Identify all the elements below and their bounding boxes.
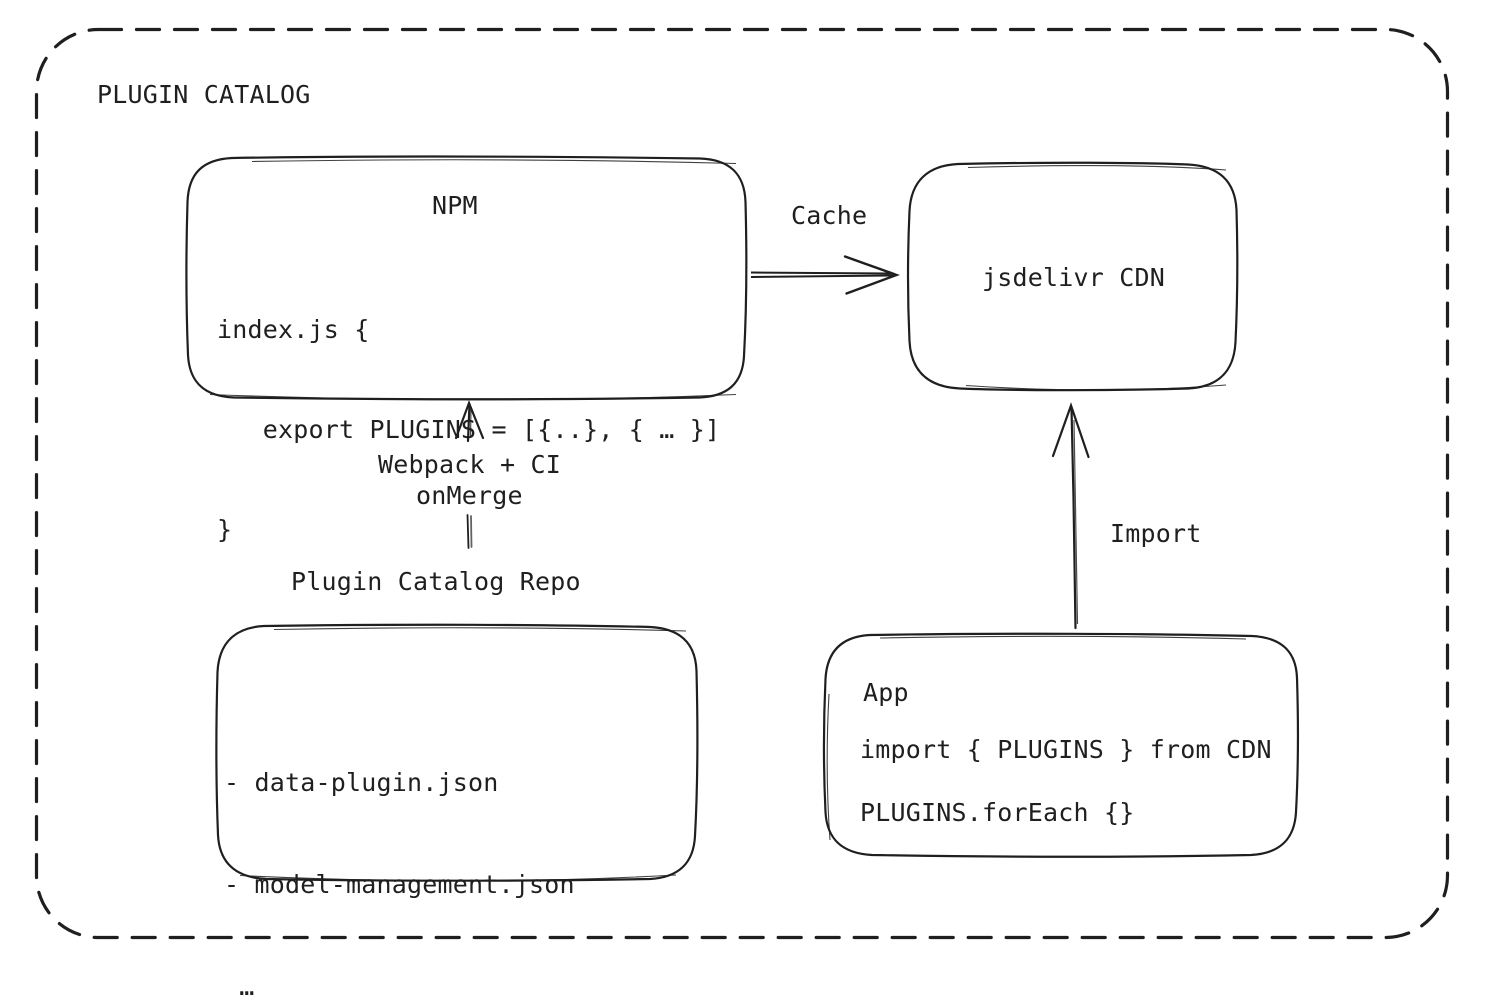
build-arrow-label: Webpack + CI [378, 450, 562, 479]
npm-code: index.js { export PLUGINS = [{..}, { … }… [217, 247, 720, 613]
diagram-title: PLUGIN CATALOG [97, 80, 311, 109]
npm-box-outline [185, 155, 748, 401]
npm-code-line-1: index.js { [217, 315, 370, 344]
import-arrow [1051, 402, 1090, 630]
app-box-outline [822, 632, 1299, 858]
npm-code-line-2: export PLUGINS = [{..}, { … }] [217, 415, 721, 444]
repo-box-outline [215, 623, 699, 882]
repo-node-title: Plugin Catalog Repo [291, 567, 581, 596]
cache-arrow [750, 255, 900, 295]
npm-node-title: NPM [432, 191, 478, 220]
import-arrow-label: Import [1110, 519, 1202, 548]
cdn-box-outline [906, 161, 1239, 392]
app-code-foreach-line: PLUGINS.forEach {} [860, 798, 1135, 827]
build-arrow [454, 399, 485, 549]
repo-file-item: … [224, 972, 255, 1001]
repo-file-list: - data-plugin.json - model-management.js… [224, 699, 575, 1002]
catalog-boundary [34, 27, 1450, 940]
repo-file-item: - model-management.json [224, 870, 575, 899]
app-node-title: App [863, 678, 909, 707]
repo-file-item: - data-plugin.json [224, 768, 499, 797]
build-arrow-sublabel: onMerge [416, 481, 523, 510]
cache-arrow-label: Cache [791, 201, 868, 230]
npm-code-line-3: } [217, 515, 233, 544]
cdn-node-title: jsdelivr CDN [982, 263, 1166, 292]
app-code-import-line: import { PLUGINS } from CDN [860, 735, 1272, 764]
